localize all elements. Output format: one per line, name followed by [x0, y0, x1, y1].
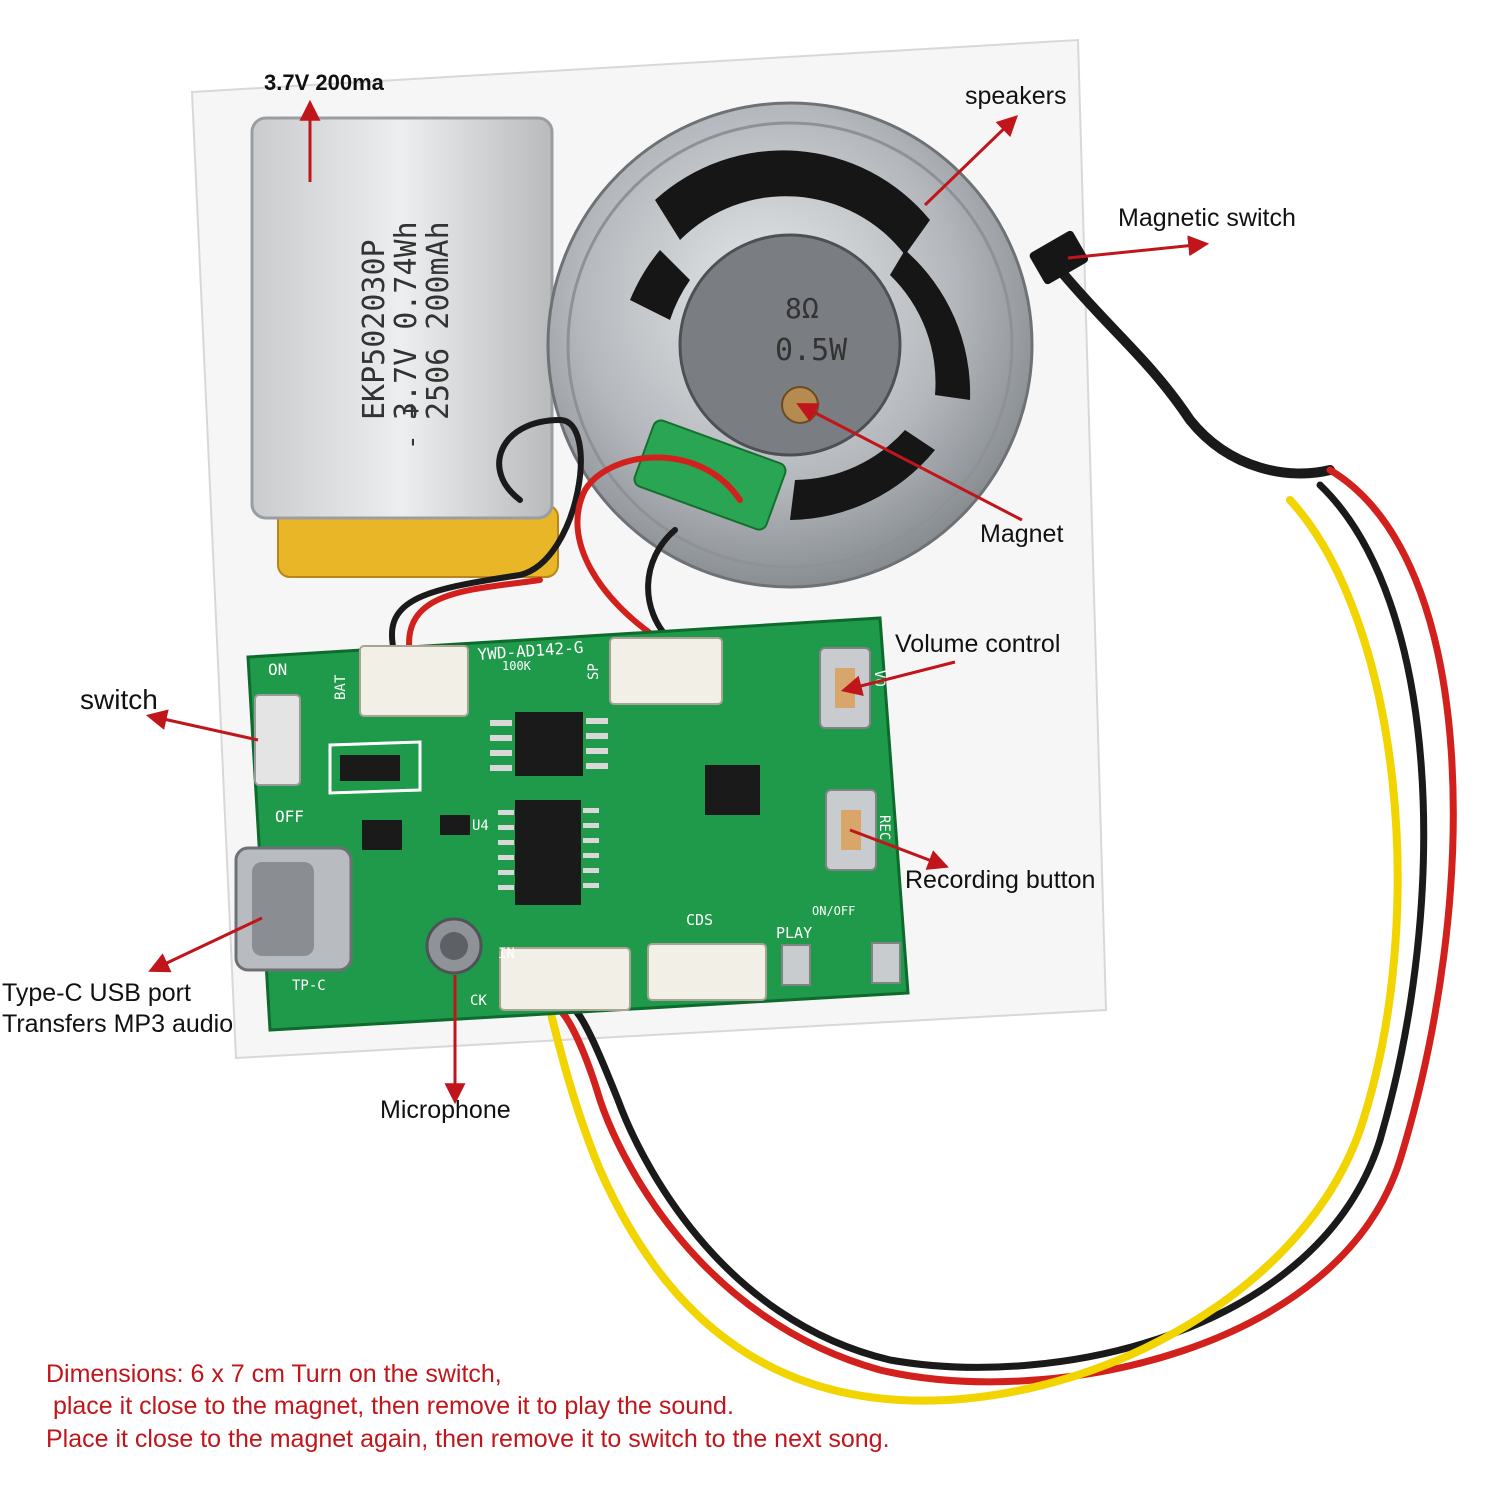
speaker-print-impedance: 8Ω	[785, 292, 819, 325]
board-on-print: ON	[268, 660, 287, 679]
arrow-volume-control	[840, 660, 956, 697]
magnet-label: Magnet	[980, 520, 1064, 548]
board-cds-print: CDS	[686, 911, 713, 929]
board-tpc-print: TP-C	[292, 978, 326, 994]
battery-print-line3: 2506 200mAh	[421, 221, 456, 420]
arrow-speakers	[923, 115, 1019, 207]
board-rec-print: REC	[876, 815, 892, 840]
instruction-line-3: Place it close to the magnet again, then…	[46, 1425, 890, 1453]
battery-polarity: - +	[397, 403, 427, 450]
instruction-line-2: place it close to the magnet, then remov…	[46, 1392, 734, 1420]
callout-arrows	[145, 99, 1210, 1105]
battery-print-line1: EKP502030P	[357, 239, 392, 420]
volume-control-label: Volume control	[895, 630, 1061, 658]
magnetic-switch-sensor	[1029, 230, 1089, 285]
board-bat-print: BAT	[333, 674, 349, 700]
arrow-magnet	[796, 403, 1023, 522]
board-in-print: IN	[498, 946, 515, 962]
magnetic-switch-wires	[546, 230, 1457, 1405]
speakers-label: speakers	[965, 82, 1067, 110]
arrow-type-c	[148, 916, 263, 973]
type-c-label-line1: Type-C USB port	[2, 979, 191, 1007]
magnetic-switch-label: Magnetic switch	[1118, 204, 1296, 232]
instruction-line-1: Dimensions: 6 x 7 cm Turn on the switch,	[46, 1360, 502, 1388]
microphone-label: Microphone	[380, 1096, 511, 1124]
battery-label: 3.7V 200ma	[264, 70, 384, 95]
board-u4-print: U4	[472, 818, 489, 834]
battery-print-line2: 3.7V 0.74Wh	[389, 221, 424, 420]
board-sp-print: SP	[586, 663, 602, 680]
pcb-board: YWD-AD142-G ON OFF BAT SP VO REC PLAY CD…	[234, 616, 910, 1032]
board-play-print: PLAY	[776, 924, 812, 942]
type-c-label-line2: Transfers MP3 audio	[2, 1010, 234, 1038]
arrow-recording-button	[849, 828, 949, 870]
board-off-print: OFF	[275, 807, 304, 826]
switch-label: switch	[80, 684, 158, 715]
internal-wires	[388, 416, 743, 658]
arrow-switch	[145, 709, 259, 742]
board-100k-print: 100K	[502, 659, 532, 673]
speaker-print-power: 0.5W	[775, 333, 848, 368]
board-ck-print: CK	[470, 993, 487, 1009]
arrow-magnetic-switch	[1067, 235, 1210, 260]
speaker: 8Ω 0.5W	[546, 101, 1034, 589]
recording-button-label: Recording button	[905, 866, 1096, 894]
battery: EKP502030P 3.7V 0.74Wh 2506 200mAh - +	[250, 116, 559, 578]
board-onoff-print: ON/OFF	[812, 904, 855, 918]
